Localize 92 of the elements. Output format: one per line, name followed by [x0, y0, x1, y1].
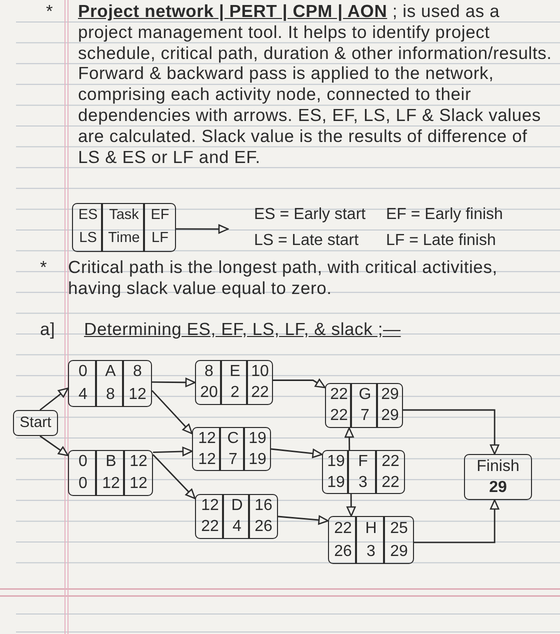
early-finish: 19: [248, 430, 266, 448]
arrow: [346, 494, 356, 517]
early-start: 12: [198, 430, 216, 448]
bullet-mark: *: [46, 1, 54, 22]
late-finish: 22: [382, 474, 400, 492]
duration: 12: [102, 475, 120, 493]
late-finish: 22: [251, 384, 269, 402]
list-marker: a]: [40, 319, 56, 340]
late-start: 22: [201, 518, 219, 536]
arrow: [270, 448, 323, 458]
activity-node: [328, 516, 414, 564]
duration: 7: [360, 407, 370, 426]
arrow: [152, 454, 196, 500]
arrow: [151, 390, 193, 434]
definition-text: EF = Early finish: [386, 206, 503, 224]
start-node: [13, 410, 58, 436]
early-start: 0: [78, 363, 88, 382]
arrow: [40, 435, 69, 456]
late-start: 20: [200, 384, 218, 402]
late-start: 0: [78, 475, 88, 493]
early-finish: 8: [133, 363, 142, 382]
node-label: Start: [20, 414, 52, 432]
early-start: 0: [78, 453, 88, 471]
arrow: [176, 224, 229, 234]
late-start: 12: [198, 450, 216, 468]
paragraph: Critical path is the longest path, with critical activities, having slack value equal to zero.: [68, 257, 498, 299]
arrow: [152, 378, 196, 388]
late-start: 22: [330, 407, 348, 426]
arrow: [344, 427, 354, 450]
key-node: [72, 203, 176, 252]
definition-text: LS = Late start: [254, 232, 359, 250]
late-finish: 19: [248, 450, 266, 468]
late-finish: 29: [381, 407, 399, 426]
definition-text: LF = Late finish: [386, 232, 496, 250]
activity-name: F: [358, 452, 368, 470]
early-finish: 12: [130, 453, 148, 471]
late-finish: 12: [130, 475, 148, 493]
node-label: Finish: [476, 458, 520, 476]
activity-name: E: [230, 362, 240, 381]
key-label: LF: [152, 231, 168, 248]
activity-node: [322, 450, 405, 494]
arrow: [40, 388, 69, 411]
activity-name: B: [106, 453, 116, 471]
late-start: 19: [327, 474, 345, 492]
paragraph: Project network | PERT | CPM | AON ; is used as a project management tool. It helps to identify project schedule, critical path, duration & other information/results. Forward & backward pass is applied to the network, comprising each activity node, connected to their dependencies with arrows. ES, EF, LS, LF & Slack values are calculated. Slack value is the results of difference of LS & ES or LF and EF.: [78, 1, 552, 168]
early-start: 22: [334, 520, 352, 538]
activity-node: [68, 450, 153, 496]
definition-text: ES = Early start: [254, 206, 366, 224]
bullet-mark: *: [40, 257, 48, 278]
duration: 8: [106, 386, 115, 404]
activity-name: D: [231, 496, 243, 515]
activity-name: G: [358, 386, 372, 404]
late-finish: 29: [390, 542, 408, 560]
key-label: LS: [79, 231, 97, 248]
duration: 7: [228, 450, 238, 468]
activity-node: [195, 360, 273, 405]
arrow: [273, 378, 326, 388]
early-finish: 29: [381, 386, 399, 404]
arrow: [152, 446, 193, 456]
key-label: Time: [108, 231, 140, 248]
activity-node: [192, 427, 271, 471]
early-finish: 16: [254, 496, 272, 515]
activity-name: H: [365, 520, 377, 538]
early-finish: 22: [382, 452, 400, 470]
late-start: 26: [334, 542, 352, 560]
early-start: 22: [330, 386, 348, 404]
key-label: Task: [109, 208, 139, 224]
early-start: 8: [204, 362, 214, 381]
activity-node: [68, 360, 152, 407]
key-label: ES: [78, 208, 98, 224]
early-finish: 10: [251, 362, 269, 381]
duration: 2: [230, 384, 240, 402]
duration: 3: [366, 542, 376, 560]
early-finish: 25: [390, 520, 408, 538]
key-label: EF: [150, 208, 170, 224]
late-start: 4: [78, 386, 88, 404]
late-finish: 26: [254, 518, 272, 536]
section-heading: Determining ES, EF, LS, LF, & slack ;—: [84, 319, 401, 340]
duration: 4: [232, 518, 242, 536]
project-duration: 29: [489, 478, 507, 496]
arrow: [414, 499, 500, 544]
arrow: [403, 409, 500, 455]
activity-node: [195, 494, 278, 539]
early-start: 12: [201, 496, 219, 515]
late-finish: 12: [128, 386, 146, 404]
finish-node: [464, 454, 532, 500]
activity-name: C: [227, 430, 239, 448]
arrow: [278, 515, 329, 525]
activity-node: [325, 383, 403, 428]
duration: 3: [358, 474, 368, 492]
activity-name: A: [105, 363, 116, 382]
early-start: 19: [327, 452, 345, 470]
